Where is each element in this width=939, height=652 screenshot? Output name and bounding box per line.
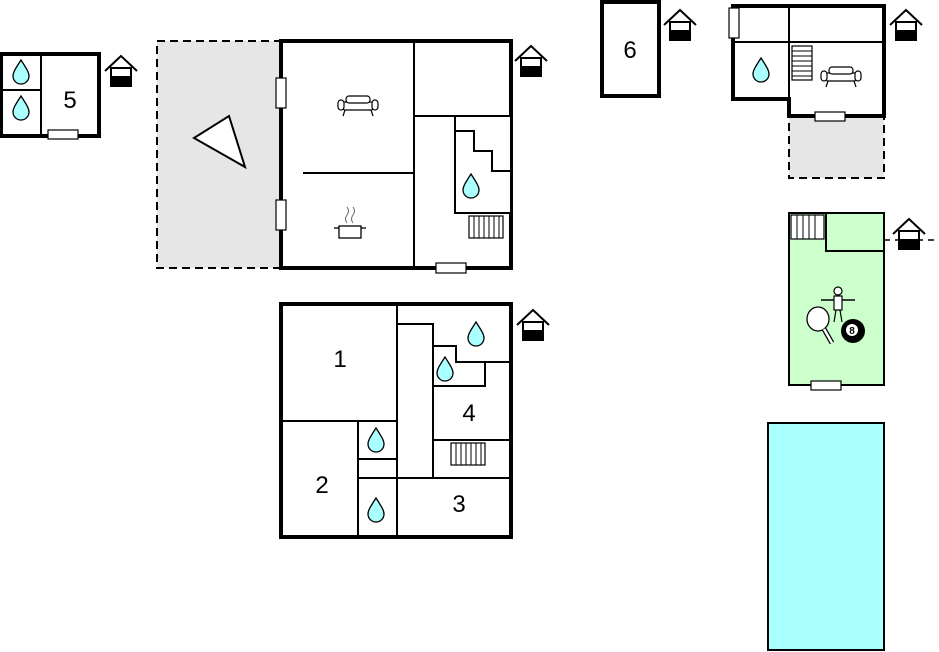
room-label-5: 5	[63, 87, 76, 114]
door-icon	[810, 380, 842, 391]
radiator-icon	[450, 442, 486, 466]
room-label-2: 2	[315, 472, 328, 499]
house-icon	[892, 218, 926, 250]
house-icon	[514, 45, 548, 77]
door-icon	[275, 77, 287, 109]
stairs-icon	[791, 45, 813, 81]
stairs-icon	[455, 130, 511, 172]
door-icon	[275, 199, 287, 231]
house-icon	[889, 9, 923, 41]
terrace-area	[156, 40, 282, 269]
compass-north-arrow-icon	[192, 114, 247, 170]
door-icon	[814, 111, 846, 122]
foosball-icon	[821, 286, 855, 323]
stairs-icon	[432, 346, 486, 387]
radiator-icon	[468, 215, 504, 239]
stairs-icon	[790, 214, 825, 240]
building-6: 6	[600, 0, 697, 98]
door-icon	[435, 262, 467, 274]
building-5: 5	[0, 52, 138, 140]
main-house-ground-floor	[275, 39, 548, 274]
game-room: 8	[788, 212, 939, 391]
door-icon	[47, 129, 79, 140]
room-label-1: 1	[333, 346, 346, 373]
annex-building	[728, 4, 923, 179]
house-icon	[104, 55, 138, 87]
billiard-ball-number: 8	[849, 326, 855, 337]
swimming-pool	[767, 422, 885, 651]
room-label-4: 4	[462, 400, 475, 427]
annex-terrace	[788, 115, 885, 179]
room-label-6: 6	[623, 37, 636, 64]
door-icon	[728, 7, 740, 39]
room-label-3: 3	[452, 491, 465, 518]
house-icon	[663, 9, 697, 41]
billiard-ball-icon: 8	[841, 319, 865, 343]
table-tennis-icon	[806, 306, 835, 345]
main-house-upper-floor: 1 2 3 4	[279, 302, 550, 539]
house-icon	[516, 309, 550, 341]
